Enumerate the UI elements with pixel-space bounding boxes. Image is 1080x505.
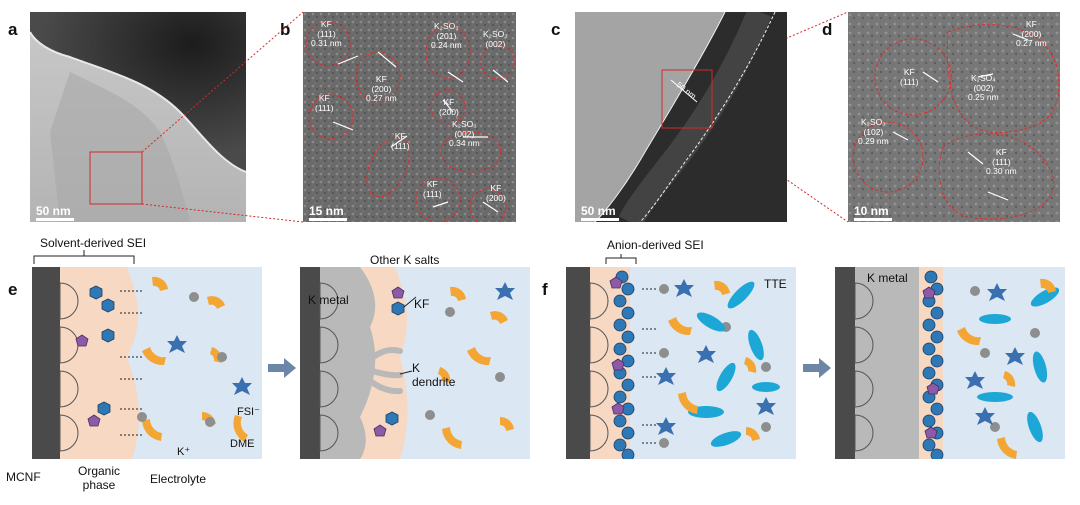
scale-bar-c (581, 218, 619, 221)
annotation-d-kf111: KF (111) (900, 67, 919, 87)
annotation-b-kf200-b: KF (200) (486, 183, 506, 203)
solvent-sei-title: Solvent-derived SEI (40, 236, 147, 250)
annotation-d-kf111-030: KF (111) 0.30 nm (986, 147, 1017, 176)
schematic-e-solvent-before: DME FSI⁻ K⁺ (32, 267, 262, 459)
schematic-f2-drawing (835, 267, 1060, 459)
tem-image-a: 50 nm (30, 12, 246, 222)
scale-bar-a (36, 218, 74, 221)
k-metal-label-e: K metal (308, 293, 349, 307)
schematic-f1-drawing (566, 267, 780, 459)
annotation-b-kf111-031: KF (111) 0.31 nm (311, 19, 342, 48)
k-metal-label-f: K metal (867, 271, 908, 285)
panel-label-c: c (551, 20, 561, 39)
panel-label-a: a (8, 20, 18, 39)
schematic-f-anion-before: TTE (566, 267, 796, 459)
annotation-b-k2so3-002-034: K₂SO₃ (002) 0.34 nm (449, 119, 480, 148)
scale-label-c: 50 nm (581, 204, 616, 218)
dme-label: DME (230, 438, 255, 450)
fsi-label: FSI⁻ (237, 406, 260, 418)
annotation-d-kf200-027: KF (200) 0.27 nm (1016, 19, 1047, 48)
annotation-b-kf200: KF (200) (439, 97, 459, 117)
schematic-e2-drawing (300, 267, 515, 459)
panel-label-f: f (542, 280, 548, 299)
anion-sei-title: Anion-derived SEI (607, 238, 704, 252)
tte-label: TTE (764, 277, 787, 291)
annotation-b-k2so3-201: K₂SO₃ (201) 0.24 nm (431, 21, 462, 50)
mcnf-label: MCNF (6, 470, 41, 484)
annotation-b-kf111-b: KF (111) (391, 131, 410, 151)
process-arrow-f (803, 358, 831, 378)
electrolyte-label: Electrolyte (150, 472, 207, 486)
scale-label-d: 10 nm (854, 204, 889, 218)
other-k-salts-label: Other K salts (370, 253, 440, 267)
process-arrow-e (268, 358, 296, 378)
tem-image-b: KF (111) 0.31 nm KF (200) 0.27 nm KF (11… (303, 12, 516, 222)
tem-image-d: KF (200) 0.27 nm KF (111) K₂SO₄ (002) 0.… (848, 12, 1060, 222)
tem-a-texture (30, 12, 246, 222)
scale-bar-d (854, 218, 892, 221)
annotation-b-kf111: KF (111) (315, 93, 334, 113)
tem-image-c: 50 nm 50 nm (575, 12, 787, 222)
tem-c-texture (575, 12, 787, 222)
annotation-d-k2so4-002: K₂SO₄ (002) 0.25 nm (968, 73, 999, 102)
annotation-b-kf111-c: KF (111) (423, 179, 442, 199)
tem-b-texture (303, 12, 516, 222)
scale-label-b: 15 nm (309, 204, 344, 218)
organic-phase-label: Organic phase (78, 464, 121, 492)
schematic-e1-drawing (32, 267, 252, 459)
panel-label-b: b (280, 20, 291, 39)
schematic-f-anion-after: K metal (835, 267, 1065, 459)
panel-label-e: e (8, 280, 18, 299)
annotation-b-k2so3-002: K₂SO₃ (002) (483, 29, 508, 49)
tem-d-texture (848, 12, 1060, 222)
k-ion-label: K⁺ (177, 446, 191, 458)
annotation-d-k2so3-102: K₂SO₃ (102) 0.29 nm (858, 117, 889, 146)
scale-bar-b (309, 218, 347, 221)
k-dendrite-label: K dendrite (412, 361, 456, 389)
schematic-e-dendrite-after: K metal KF K dendrite (300, 267, 530, 459)
kf-label: KF (414, 297, 430, 311)
annotation-b-kf200-027: KF (200) 0.27 nm (366, 74, 397, 103)
panel-label-d: d (822, 20, 833, 39)
scale-label-a: 50 nm (36, 204, 71, 218)
